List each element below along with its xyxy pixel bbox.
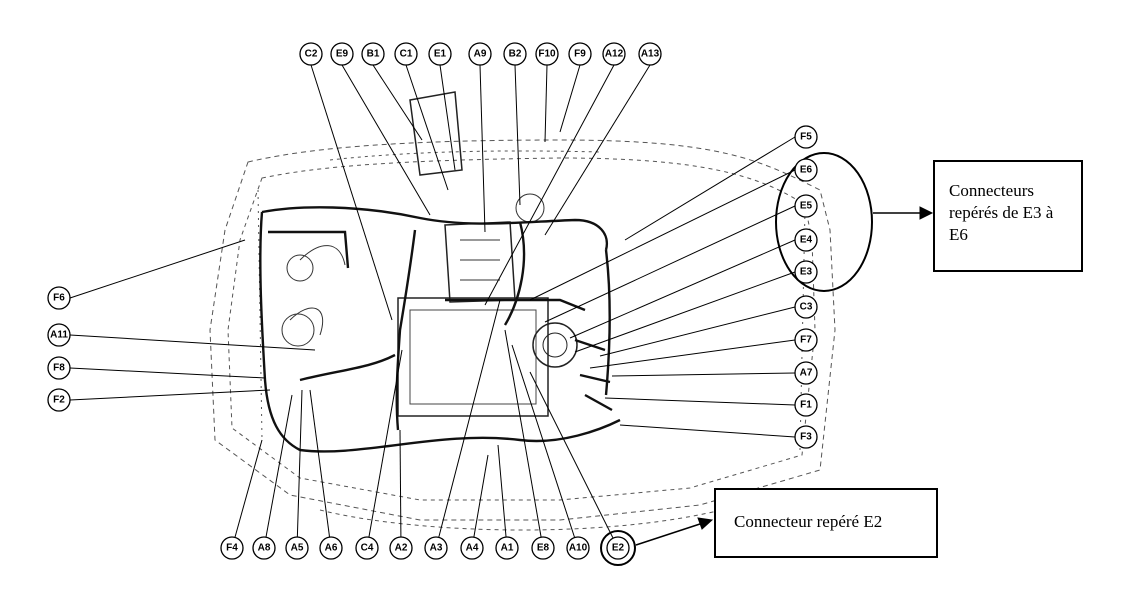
- connector-label-f8: [47, 356, 71, 380]
- connector-label-text: A8: [258, 543, 271, 554]
- connector-label-a1: [495, 536, 519, 560]
- connector-label-a7: [794, 361, 818, 385]
- connector-label-text: E9: [336, 49, 349, 60]
- engine-compartment-outline: [209, 91, 836, 531]
- connector-label-f3: [794, 425, 818, 449]
- callout-highlights: [600, 152, 934, 566]
- connector-label-e3: [794, 260, 818, 284]
- connector-label-f10: [535, 42, 559, 66]
- highlight-ellipse-e3-e6: [775, 152, 873, 292]
- connector-label-f9: [568, 42, 592, 66]
- connector-label-text: F4: [226, 543, 238, 554]
- connector-label-text: F1: [800, 400, 812, 411]
- connector-label-text: F3: [800, 432, 812, 443]
- callout-box-e3-e6: Connecteurs repérés de E3 à E6: [933, 160, 1083, 272]
- connector-label-text: A1: [501, 543, 514, 554]
- connector-label-text: E4: [800, 235, 813, 246]
- highlight-circle-e2: [600, 530, 636, 566]
- connector-label-a8: [252, 536, 276, 560]
- connector-label-text: E1: [434, 49, 447, 60]
- connector-label-text: A13: [641, 49, 660, 60]
- connector-label-a10: [566, 536, 590, 560]
- connector-label-text: E8: [537, 543, 550, 554]
- connector-label-text: E5: [800, 201, 813, 212]
- connector-label-text: C2: [305, 49, 318, 60]
- connector-label-text: F10: [538, 49, 556, 60]
- connector-label-text: A10: [569, 543, 588, 554]
- connector-label-a13: [638, 42, 662, 66]
- connector-label-f7: [794, 328, 818, 352]
- connector-label-text: B2: [509, 49, 522, 60]
- connector-label-f2: [47, 388, 71, 412]
- connector-label-f5: [794, 125, 818, 149]
- connector-label-text: A3: [430, 543, 443, 554]
- connector-label-text: F7: [800, 335, 812, 346]
- connector-label-text: B1: [367, 49, 380, 60]
- connector-label-a6: [319, 536, 343, 560]
- connector-label-e6: [794, 158, 818, 182]
- connector-label-a11: [47, 323, 71, 347]
- callout-box-e2: Connecteur repéré E2: [714, 488, 938, 558]
- connector-label-c4: [355, 536, 379, 560]
- callout-text-e3-e6: Connecteurs repérés de E3 à E6: [949, 181, 1054, 244]
- connector-label-b1: [361, 42, 385, 66]
- connector-label-text: C3: [800, 302, 813, 313]
- connector-label-text: F8: [53, 363, 65, 374]
- arrow-e2: [635, 521, 707, 546]
- connector-label-f4: [220, 536, 244, 560]
- connector-label-text: F6: [53, 293, 65, 304]
- connector-label-b2: [503, 42, 527, 66]
- connector-label-a9: [468, 42, 492, 66]
- connector-label-e5: [794, 194, 818, 218]
- connector-label-e4: [794, 228, 818, 252]
- connector-label-text: E2: [612, 543, 625, 554]
- arrowhead-e3-e6: [919, 206, 934, 220]
- leader-lines: [69, 64, 796, 549]
- connector-label-text: A6: [325, 543, 338, 554]
- connector-label-text: C1: [400, 49, 413, 60]
- connector-label-text: A5: [291, 543, 304, 554]
- connector-label-a3: [424, 536, 448, 560]
- connector-label-e9: [330, 42, 354, 66]
- connector-label-text: F2: [53, 395, 65, 406]
- connector-label-e2: [606, 536, 630, 560]
- connector-label-text: A7: [800, 368, 813, 379]
- connector-label-a2: [389, 536, 413, 560]
- connector-label-text: A9: [474, 49, 487, 60]
- connector-label-f6: [47, 286, 71, 310]
- connector-label-c2: [299, 42, 323, 66]
- connector-label-a5: [285, 536, 309, 560]
- connector-label-text: A12: [605, 49, 624, 60]
- connector-label-a4: [460, 536, 484, 560]
- wiring-harness: [259, 206, 621, 453]
- connector-label-text: F5: [800, 132, 812, 143]
- connector-label-text: A2: [395, 543, 408, 554]
- connector-label-c1: [394, 42, 418, 66]
- connector-label-text: A4: [466, 543, 479, 554]
- connector-label-a12: [602, 42, 626, 66]
- connector-label-text: F9: [574, 49, 586, 60]
- arrowhead-e2: [697, 517, 714, 530]
- callout-text-e2: Connecteur repéré E2: [734, 512, 883, 531]
- connector-label-f1: [794, 393, 818, 417]
- connector-label-e1: [428, 42, 452, 66]
- connector-label-text: A11: [50, 330, 68, 341]
- connector-label-e8: [531, 536, 555, 560]
- connector-label-text: E6: [800, 165, 813, 176]
- connector-label-text: C4: [361, 543, 374, 554]
- connector-label-text: E3: [800, 267, 813, 278]
- connector-label-c3: [794, 295, 818, 319]
